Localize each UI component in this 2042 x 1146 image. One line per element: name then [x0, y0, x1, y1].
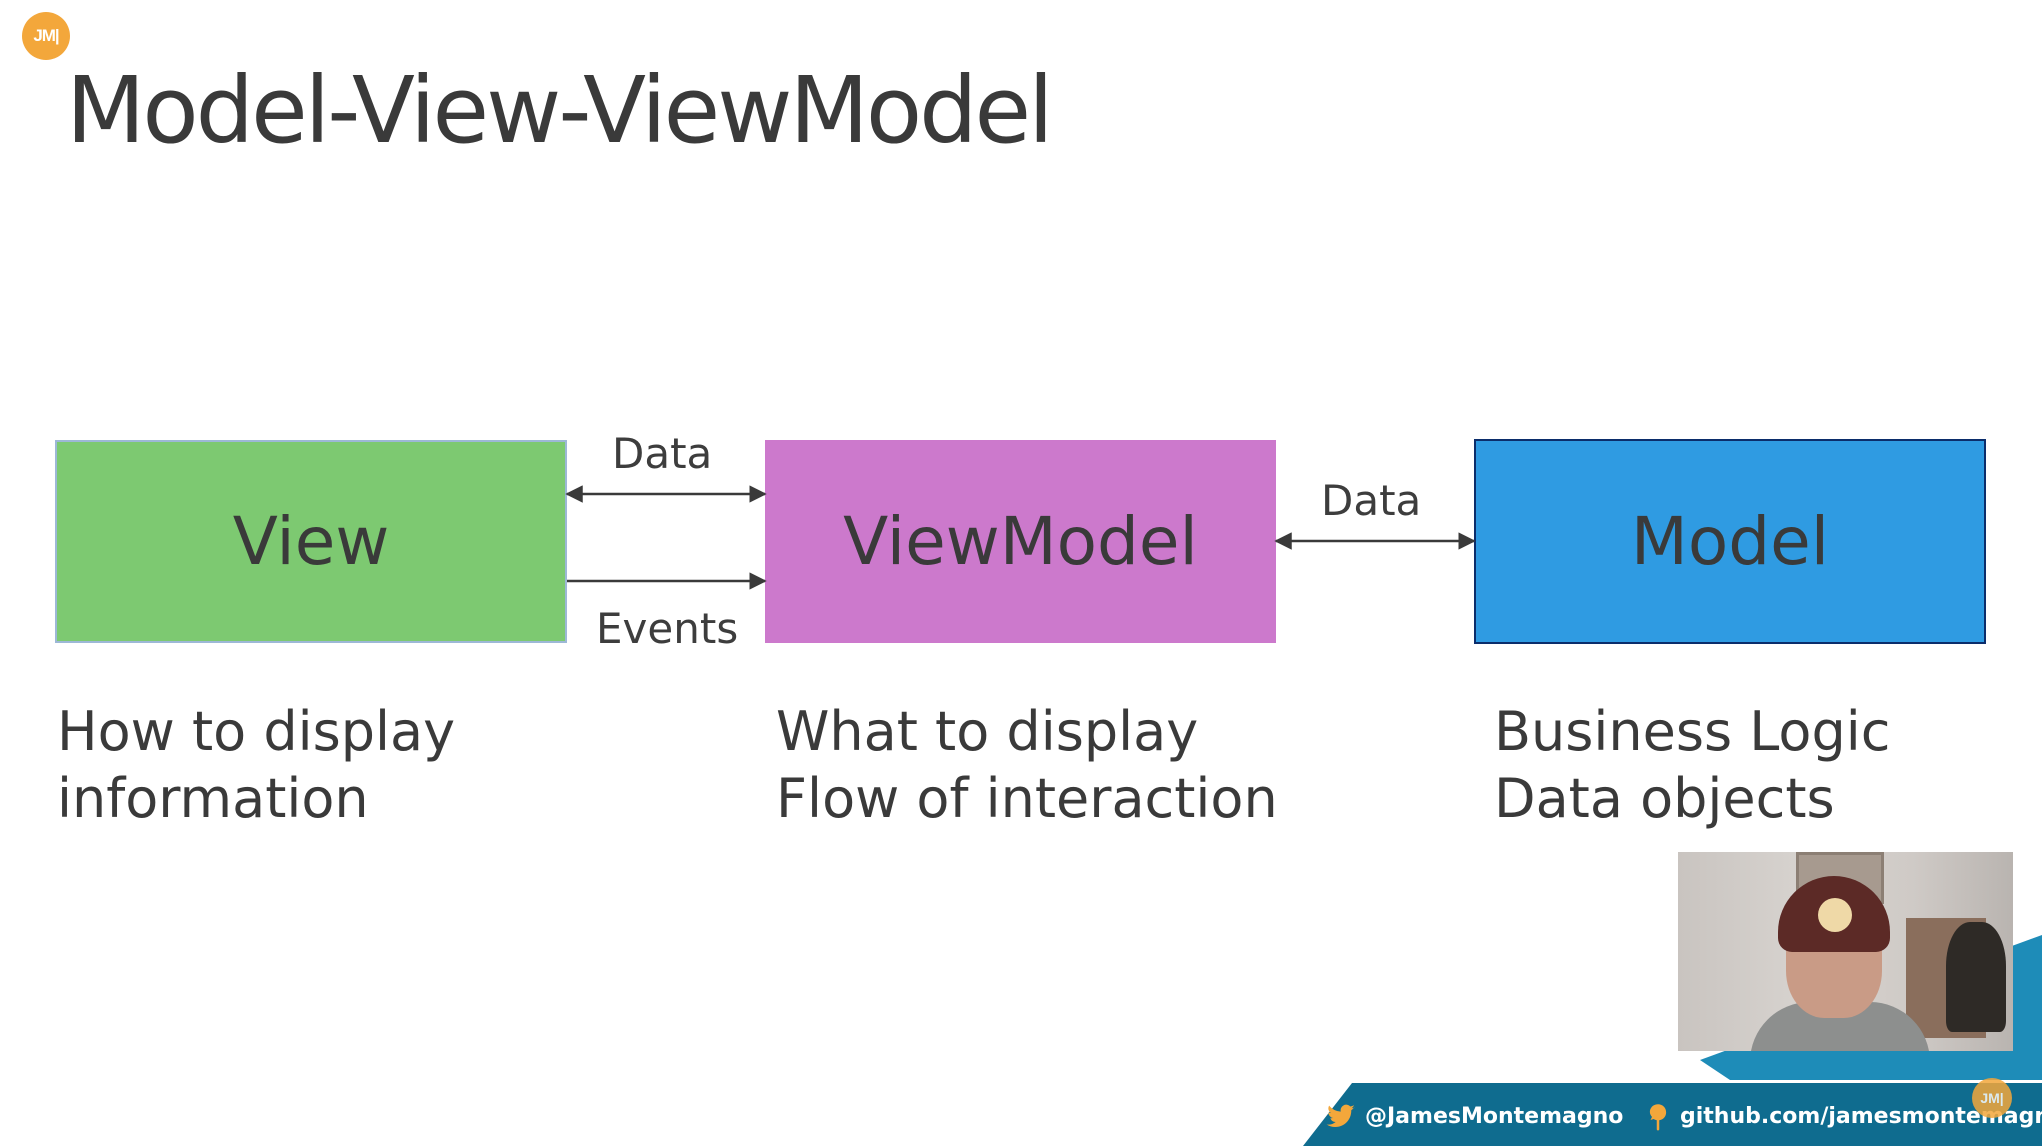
view-viewmodel-events-label: Events — [596, 604, 739, 653]
view-description-line-2: information — [57, 767, 369, 830]
model-box-label: Model — [1630, 503, 1830, 580]
viewmodel-description-line-1: What to display — [776, 700, 1199, 763]
webcam-inset — [1678, 852, 2013, 1051]
viewmodel-box: ViewModel — [765, 440, 1276, 643]
viewmodel-model-data-label: Data — [1321, 476, 1422, 525]
github-url: github.com/jamesmontemagno — [1680, 1104, 2042, 1129]
view-viewmodel-data-label: Data — [612, 429, 713, 478]
twitter-icon — [1326, 1104, 1356, 1135]
view-description: How to display information — [57, 698, 455, 832]
corner-brand-badge: JM| — [1972, 1078, 2012, 1118]
model-description-line-2: Data objects — [1494, 767, 1835, 830]
slide-title: Model-View-ViewModel — [66, 57, 1054, 164]
brand-badge: JM| — [22, 12, 70, 60]
view-box-label: View — [232, 503, 390, 580]
viewmodel-description-line-2: Flow of interaction — [776, 767, 1278, 830]
model-box: Model — [1474, 439, 1986, 644]
model-description-line-1: Business Logic — [1494, 700, 1891, 763]
github-icon — [1645, 1103, 1671, 1138]
view-box: View — [55, 440, 567, 643]
view-description-line-1: How to display — [57, 700, 456, 763]
twitter-handle: @JamesMontemagno — [1365, 1104, 1624, 1129]
viewmodel-box-label: ViewModel — [843, 503, 1198, 580]
viewmodel-description: What to display Flow of interaction — [776, 698, 1278, 832]
webcam-plant — [1946, 922, 2006, 1032]
model-description: Business Logic Data objects — [1494, 698, 1890, 832]
beanie-logo-icon — [1818, 898, 1852, 932]
